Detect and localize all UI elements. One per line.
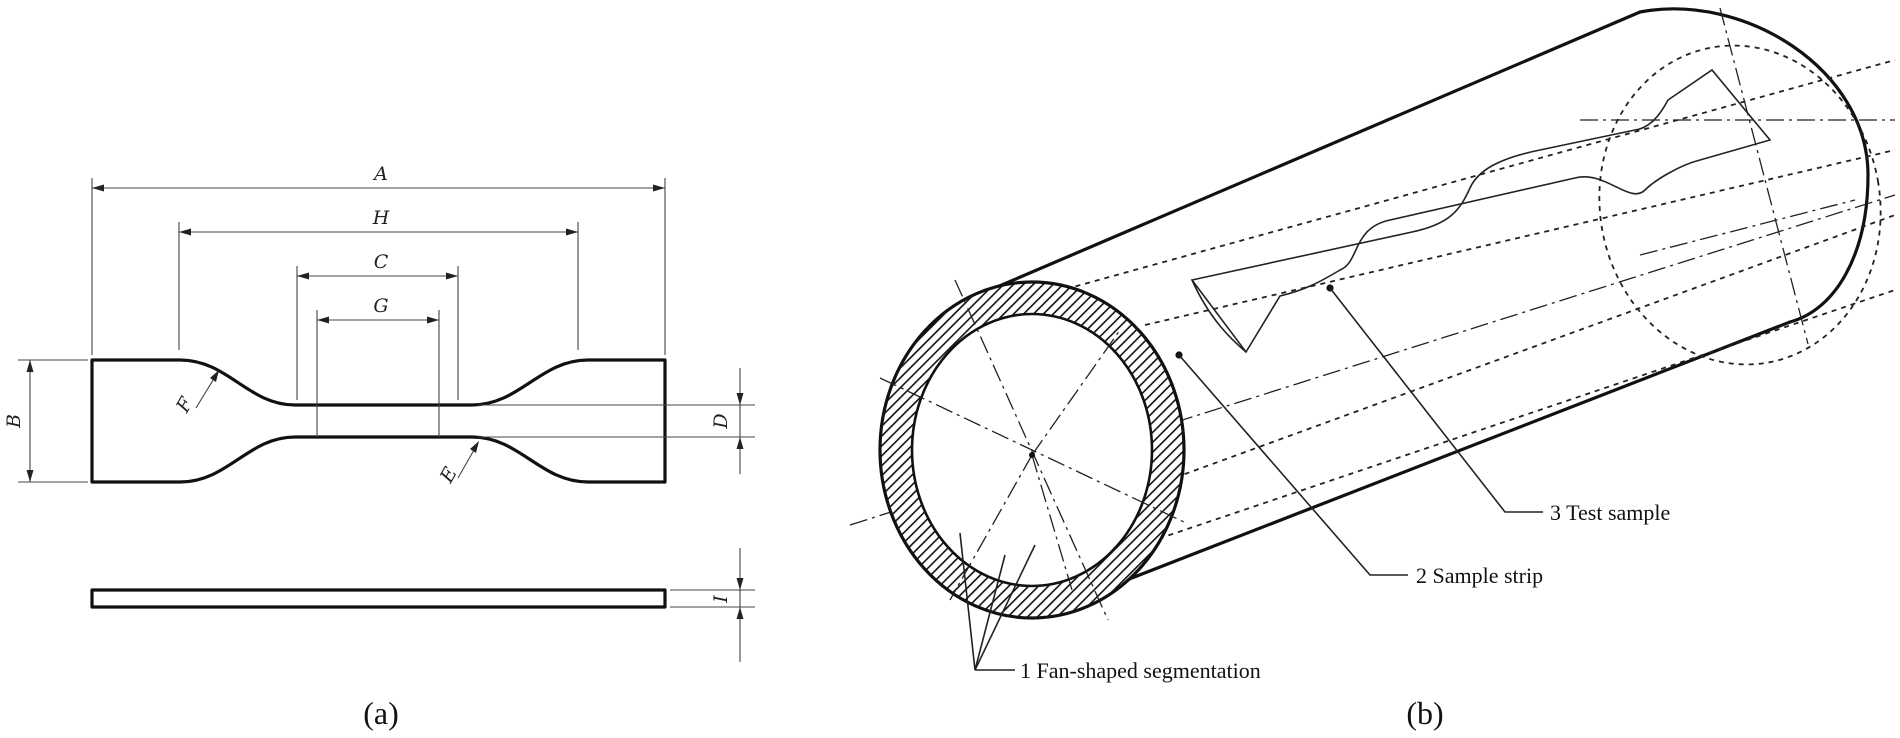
caption-b: (b): [1406, 695, 1443, 731]
dim-label-a: A: [372, 163, 388, 185]
dimension-b: [26, 360, 34, 482]
callout-fan-segmentation: 1 Fan-shaped segmentation: [1020, 658, 1261, 683]
dimension-g: [317, 316, 439, 324]
dim-label-c: C: [374, 251, 389, 273]
dim-label-f: F: [171, 393, 198, 417]
dim-label-b: B: [3, 414, 25, 429]
dimension-h: [179, 228, 578, 236]
callout-leaders: [959, 287, 1543, 671]
dimension-c: [297, 272, 458, 280]
specimen-side-view: [90, 588, 667, 609]
dim-label-e: E: [435, 463, 462, 487]
dim-label-i: I: [710, 595, 732, 604]
pipe-near-end-section: [878, 279, 1186, 621]
panel-b-pipe-drawing: 3 Test sample 2 Sample strip 1 Fan-shape…: [849, 7, 1896, 731]
callout-sample-strip: 2 Sample strip: [1416, 563, 1543, 588]
callout-test-sample: 3 Test sample: [1550, 500, 1670, 525]
dim-label-g: G: [373, 295, 388, 317]
radius-f-leader: [195, 370, 219, 409]
dimension-a: [92, 184, 665, 192]
caption-a: (a): [363, 695, 399, 731]
test-sample-inner-edge: [1191, 279, 1247, 353]
dimension-i: [736, 548, 744, 662]
dimension-d: [736, 368, 744, 474]
center-lines: [849, 7, 1896, 526]
sample-strip-outline: [1190, 68, 1772, 354]
pipe-far-end-hidden: [1598, 44, 1882, 366]
pipe-body: [988, 7, 1870, 597]
extension-lines: [18, 178, 755, 608]
panel-a-specimen-drawing: A H C G B F E D I (a): [3, 163, 755, 731]
radius-e-leader: [457, 441, 479, 479]
hidden-lines: [1007, 59, 1896, 546]
dim-label-d: D: [710, 413, 732, 429]
dim-label-h: H: [372, 207, 390, 229]
specimen-outline: [90, 358, 667, 484]
